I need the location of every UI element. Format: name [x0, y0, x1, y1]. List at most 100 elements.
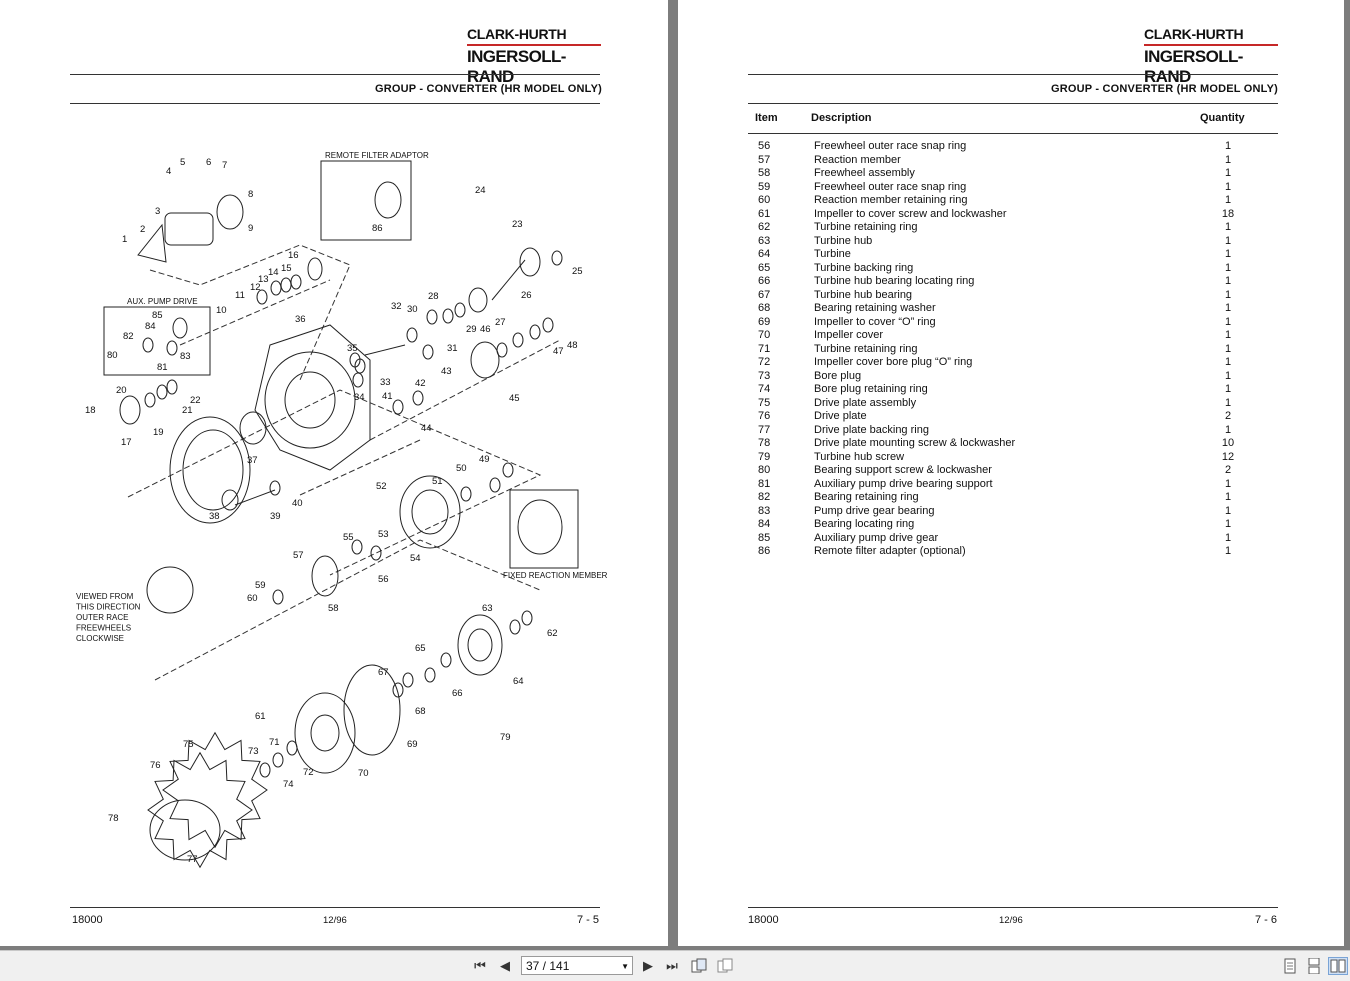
- row-quantity: 1: [1224, 288, 1232, 301]
- callout-70: 70: [358, 768, 369, 779]
- row-item: 76: [758, 410, 771, 422]
- callout-12: 12: [250, 282, 261, 293]
- ring-part: [542, 317, 554, 333]
- ring-part: [424, 667, 436, 683]
- row-item: 85: [758, 531, 771, 544]
- callout-84: 84: [145, 321, 156, 332]
- gear-16: [307, 257, 323, 281]
- next-page-icon[interactable]: ▶: [643, 958, 653, 973]
- row-quantity: 1: [1224, 234, 1232, 247]
- turbine-shaft-39: [221, 489, 239, 511]
- ring-part: [156, 384, 168, 400]
- callout-14: 14: [268, 267, 279, 278]
- ring-part: [529, 324, 541, 340]
- row-item: 56: [758, 140, 771, 152]
- ring-part: [144, 392, 156, 408]
- chevron-down-icon: ▼: [621, 962, 629, 971]
- first-page-icon[interactable]: ⏮: [474, 958, 486, 973]
- brand-line2: INGERSOLL-RAND: [1144, 47, 1243, 86]
- row-quantity: 1: [1224, 153, 1232, 166]
- row-item: 82: [758, 491, 771, 503]
- row-description: Drive plate backing ring: [814, 423, 929, 436]
- impeller: [169, 416, 251, 524]
- prev-page-icon[interactable]: ◀: [500, 958, 510, 973]
- callout-76: 76: [150, 760, 161, 771]
- row-item: 83: [758, 504, 771, 517]
- callout-36: 36: [295, 314, 306, 325]
- ring-part: [272, 752, 284, 768]
- callout-80: 80: [107, 350, 118, 361]
- single-page-view-icon[interactable]: [1283, 958, 1297, 974]
- row-description: Impeller cover: [814, 329, 884, 341]
- dashed-guide: [369, 339, 561, 441]
- brand-line2: INGERSOLL-RAND: [467, 47, 566, 86]
- ring-part: [402, 672, 414, 688]
- continuous-view-icon[interactable]: [1307, 957, 1321, 975]
- ring-part: [496, 342, 508, 358]
- callout-3: 3: [155, 206, 160, 217]
- callout-27: 27: [495, 317, 506, 328]
- ring-part: [521, 610, 533, 626]
- ring-part: [290, 274, 302, 290]
- callout-39: 39: [270, 511, 281, 522]
- row-description: Auxiliary pump drive bearing support: [814, 477, 993, 490]
- callout-7: 7: [222, 160, 227, 171]
- row-item: 62: [758, 221, 771, 233]
- row-quantity: 1: [1224, 248, 1232, 260]
- callout-77: 77: [187, 854, 198, 865]
- view-note-line: OUTER RACE: [76, 613, 128, 622]
- row-quantity: 1: [1224, 342, 1232, 355]
- column-header-description: Description: [811, 112, 872, 124]
- row-item: 77: [758, 423, 771, 436]
- document-viewer: CLARK-HURTH INGERSOLL-RAND GROUP - CONVE…: [0, 0, 1350, 950]
- callout-78: 78: [108, 813, 119, 824]
- callout-30: 30: [407, 304, 418, 315]
- callout-54: 54: [410, 553, 421, 564]
- two-page-view-icon[interactable]: [1328, 957, 1348, 975]
- callout-40: 40: [292, 498, 303, 509]
- footer-date: 12/96: [999, 915, 1023, 926]
- bearing-28: [468, 287, 488, 313]
- fixed-reaction-box: [509, 489, 579, 569]
- reaction-member-inset: [517, 499, 563, 555]
- row-quantity: 2: [1224, 410, 1232, 422]
- row-quantity: 1: [1224, 545, 1232, 557]
- ring-part: [166, 379, 178, 395]
- callout-28: 28: [428, 291, 439, 302]
- callout-86: 86: [372, 223, 383, 234]
- callout-5: 5: [180, 157, 185, 168]
- footer-date: 12/96: [323, 915, 347, 926]
- row-description: Impeller to cover screw and lockwasher: [814, 207, 1007, 220]
- row-item: 60: [758, 194, 771, 206]
- callout-71: 71: [269, 737, 280, 748]
- callout-8: 8: [248, 189, 253, 200]
- row-item: 78: [758, 437, 771, 449]
- extract-icon[interactable]: [716, 958, 734, 974]
- brand-logo: CLARK-HURTH INGERSOLL-RAND: [1144, 26, 1284, 87]
- drive-plate-76: [162, 731, 268, 849]
- callout-52: 52: [376, 481, 387, 492]
- row-item: 63: [758, 234, 771, 247]
- page-number-select[interactable]: 37 / 141 ▼: [521, 956, 633, 975]
- rotate-icon[interactable]: [690, 958, 708, 974]
- impeller-inner: [182, 429, 244, 511]
- row-item: 81: [758, 477, 771, 490]
- drive-plate-76b: [147, 751, 253, 869]
- callout-59: 59: [255, 580, 266, 591]
- dashed-guide: [299, 439, 421, 496]
- last-page-icon[interactable]: ⏭: [666, 958, 678, 973]
- row-description: Turbine hub bearing: [814, 288, 913, 301]
- callout-9: 9: [248, 223, 253, 234]
- callout-57: 57: [293, 550, 304, 561]
- callout-19: 19: [153, 427, 164, 438]
- row-quantity: 1: [1224, 477, 1232, 490]
- row-item: 65: [758, 261, 771, 274]
